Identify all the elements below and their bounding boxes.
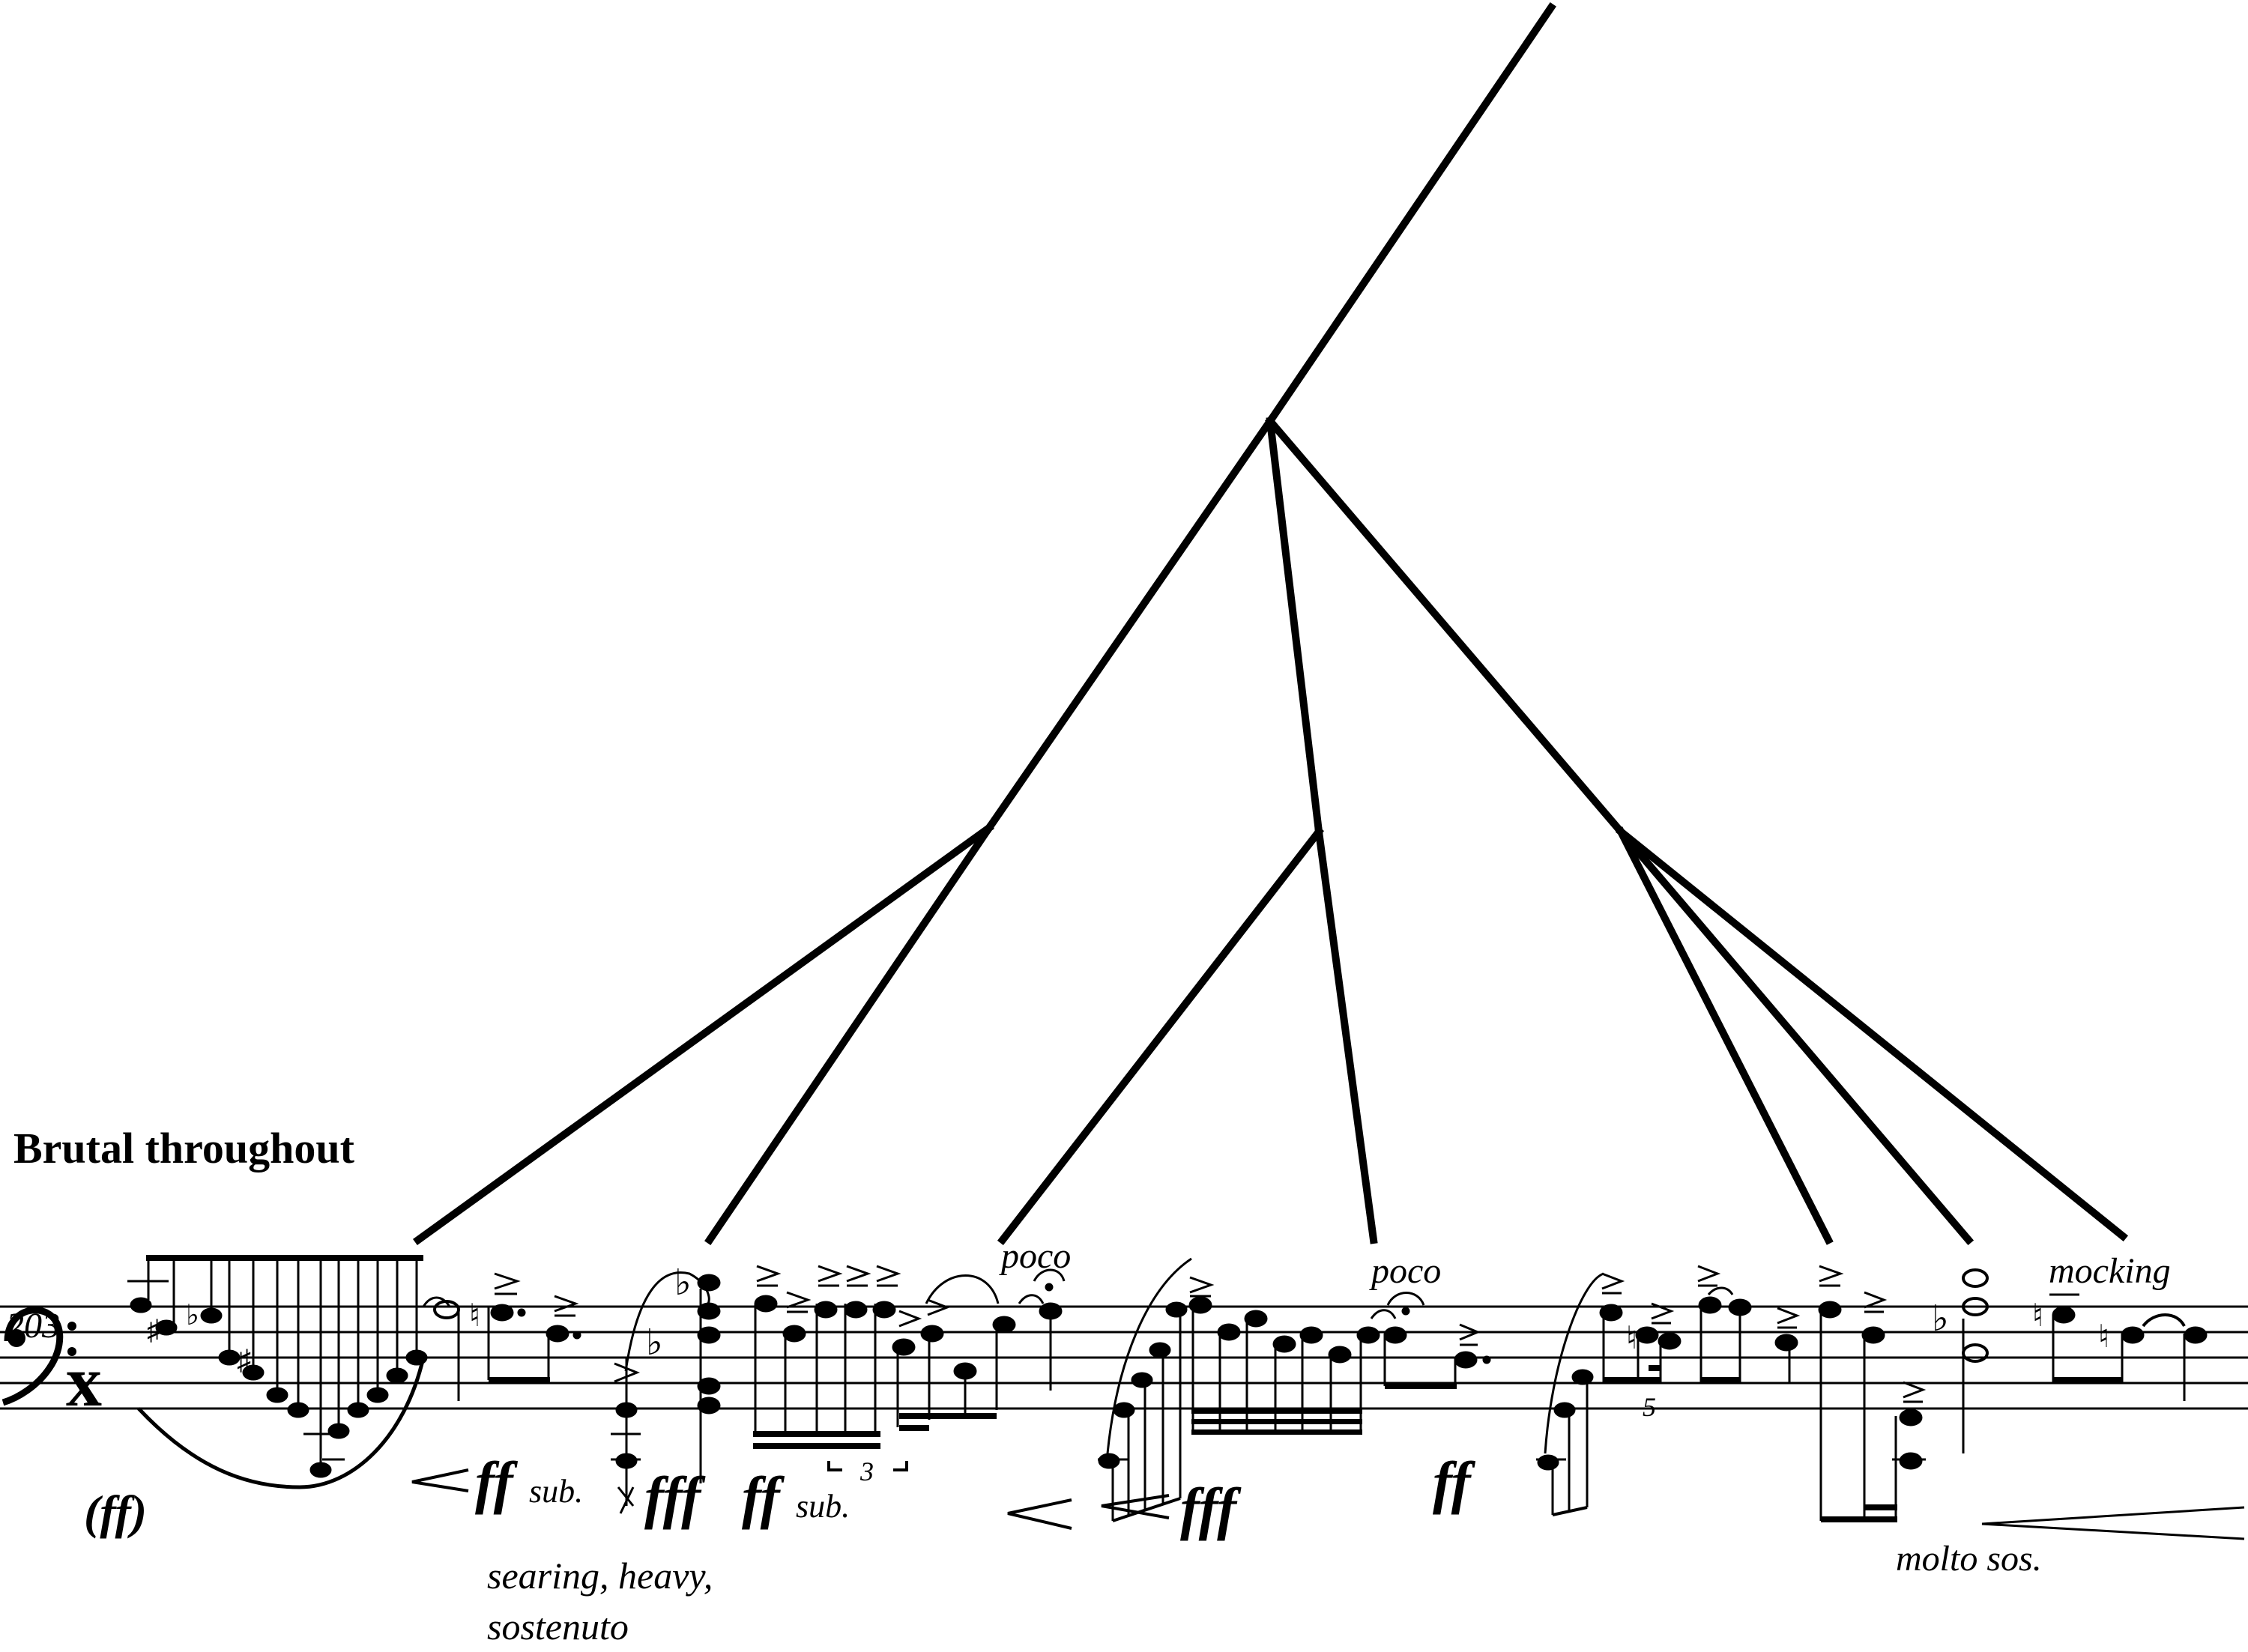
natural-accidental: ♮: [1626, 1322, 1637, 1356]
expression-mocking: mocking: [2049, 1251, 2171, 1291]
dynamic-ff: ff: [742, 1465, 785, 1530]
expression-poco: poco: [999, 1236, 1071, 1276]
dynamic-ff: ff: [475, 1450, 519, 1515]
natural-accidental: ♮: [469, 1299, 480, 1334]
triplet-number: 3: [859, 1456, 874, 1486]
crescendo-hairpin: [411, 1468, 469, 1492]
dynamic-initial: (ff): [84, 1486, 147, 1539]
flat-accidental: ♭: [186, 1300, 199, 1331]
natural-accidental: ♮: [2032, 1299, 2043, 1334]
flat-accidental: ♭: [646, 1323, 663, 1363]
dynamic-sub: sub.: [529, 1473, 583, 1510]
expression-molto-sos: molto sos.: [1896, 1539, 2042, 1579]
slur: [137, 1357, 426, 1489]
sharp-accidental: ♯: [237, 1345, 251, 1376]
note-group-6: [1536, 1265, 1801, 1516]
note-run-1: [127, 1255, 428, 1478]
note-group-2: [422, 1272, 581, 1401]
expression-sostenuto: sostenuto: [487, 1606, 629, 1648]
note-group-4: [753, 1265, 1066, 1471]
quintuplet-number: 5: [1643, 1392, 1656, 1422]
branching-tree-graphic: [413, 2, 2129, 1246]
note-group-8: [2049, 1293, 2208, 1401]
tempo-marking: Brutal throughout: [13, 1124, 355, 1173]
crescendo-hairpin: [1101, 1494, 1170, 1519]
sharp-accidental: ♯: [147, 1315, 161, 1346]
dynamic-ff: ff: [1433, 1450, 1476, 1515]
natural-accidental: ♮: [2098, 1320, 2109, 1355]
expression-poco: poco: [1369, 1251, 1441, 1291]
dynamic-fff: fff: [644, 1465, 706, 1530]
note-group-3: [611, 1271, 721, 1514]
note-group-5: [1098, 1257, 1491, 1522]
dynamic-sub: sub.: [796, 1488, 850, 1525]
crescendo-hairpin: [1007, 1498, 1072, 1530]
clef-extra-x: x: [66, 1341, 102, 1421]
note-group-7: [1818, 1265, 1989, 1522]
staff: [0, 1305, 2248, 1410]
diminuendo-hairpin: [1981, 1506, 2245, 1540]
dynamic-fff: fff: [1180, 1476, 1242, 1541]
flat-accidental: ♭: [1932, 1299, 1949, 1339]
expression-searing: searing, heavy,: [487, 1555, 713, 1597]
flat-accidental: ♭: [674, 1263, 692, 1303]
bass-clef: [1, 1307, 76, 1406]
